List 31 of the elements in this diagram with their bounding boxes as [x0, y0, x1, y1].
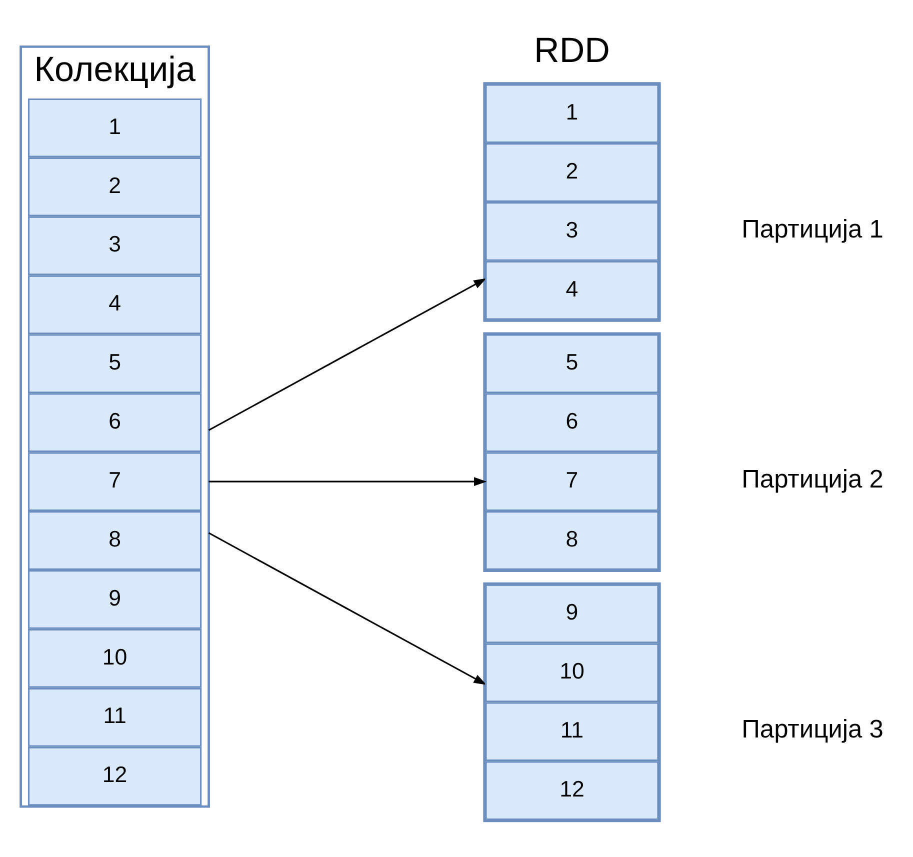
arrow	[208, 476, 487, 486]
node-box: 1	[485, 84, 659, 143]
node-box: 9	[28, 569, 202, 628]
node-box: 10	[28, 628, 202, 688]
node-box: 8	[485, 510, 659, 570]
node-box: 4	[28, 274, 202, 334]
arrow	[208, 532, 486, 684]
node-label: Партиција 1	[742, 215, 884, 244]
node-box: 2	[485, 142, 659, 202]
node-box: 2	[28, 156, 202, 216]
node-box: 6	[485, 392, 659, 452]
node-box: 5	[485, 334, 659, 393]
node-box: 12	[485, 760, 659, 820]
node-box: 1	[28, 98, 202, 157]
node-label: Партиција 3	[742, 715, 884, 744]
arrow	[208, 278, 486, 430]
node-box: 4	[485, 260, 659, 320]
node-box: 11	[28, 687, 202, 746]
node-box: 12	[28, 746, 202, 806]
node-box: 9	[485, 584, 659, 643]
node-box: 3	[485, 202, 659, 260]
node-box: 7	[28, 452, 202, 511]
node-box: 7	[485, 452, 659, 511]
node-label: Партиција 2	[742, 465, 884, 494]
node-box: 3	[28, 216, 202, 275]
node-box: 8	[28, 510, 202, 570]
label: RDD	[534, 30, 610, 70]
node-box: 5	[28, 334, 202, 393]
node-box: 6	[28, 392, 202, 452]
node-box: 11	[485, 702, 659, 761]
node-box: 10	[485, 642, 659, 702]
